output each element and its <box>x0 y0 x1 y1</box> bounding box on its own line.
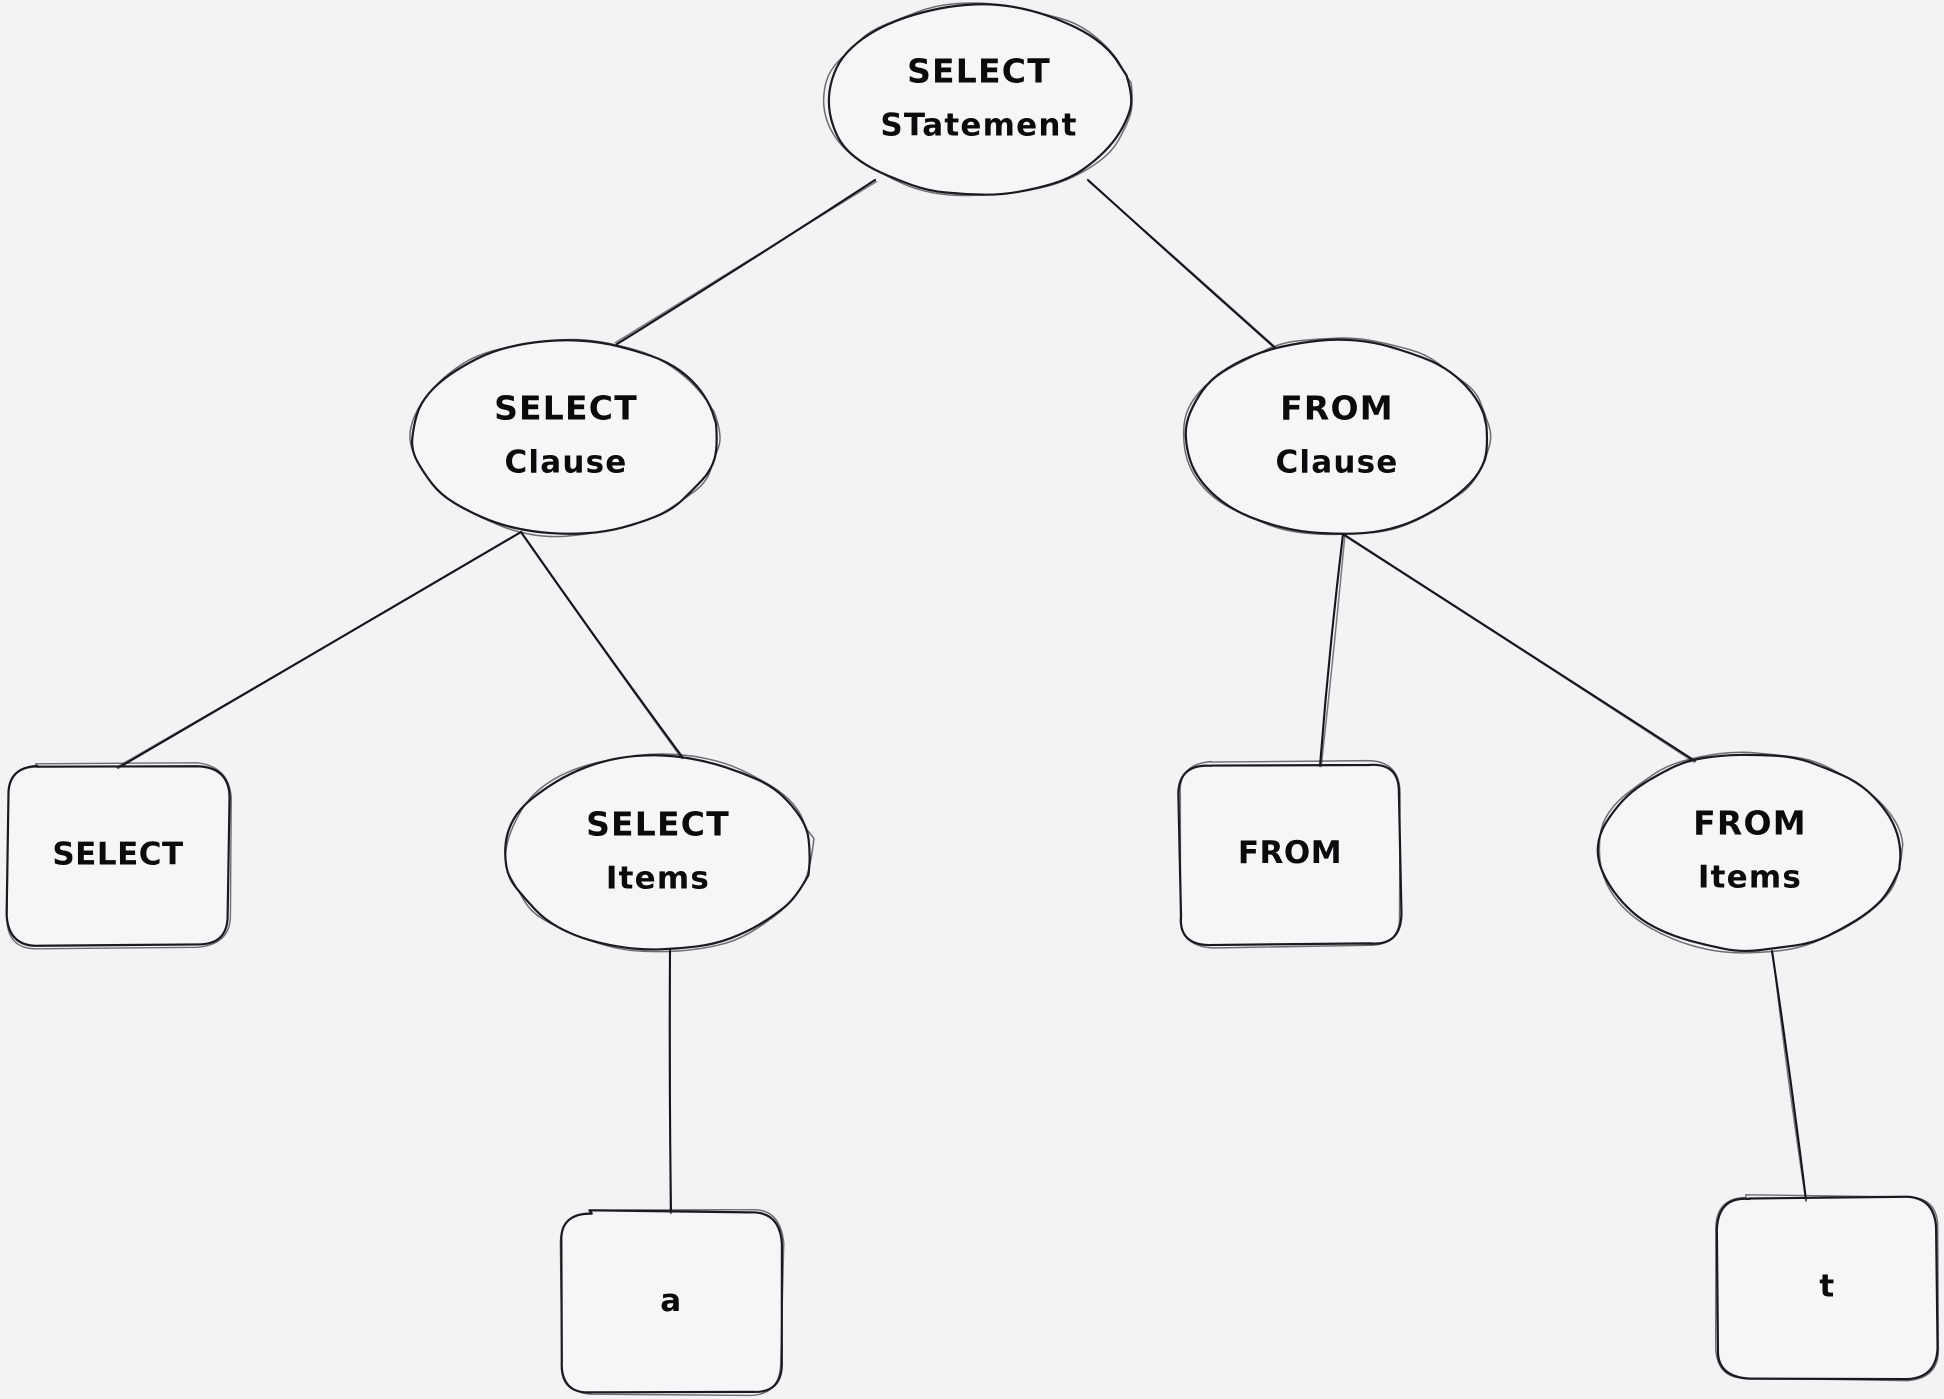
edge-select-clause-to-select-terminal <box>115 530 523 770</box>
node-select-clause[interactable]: SELECT Clause <box>409 338 721 538</box>
node-label-line1: FROM <box>1280 389 1394 428</box>
nodes-layer: SELECTSTatementSELECTClauseFROMClauseSEL… <box>5 2 1940 1397</box>
edge-from-clause-to-from-terminal <box>1318 532 1346 768</box>
node-label-line1: a <box>660 1283 681 1319</box>
node-label-line2: STatement <box>880 108 1077 144</box>
node-table-t[interactable]: t <box>1714 1194 1940 1382</box>
node-label-line1: FROM <box>1693 804 1807 843</box>
edge-select-clause-to-select-items <box>519 530 685 760</box>
node-label-line1: FROM <box>1238 835 1342 871</box>
node-from-terminal[interactable]: FROM <box>1177 759 1403 949</box>
edge-root-to-from-clause <box>1086 178 1276 349</box>
edge-from-clause-to-from-items <box>1341 532 1697 764</box>
node-column-a[interactable]: a <box>559 1209 785 1397</box>
node-label-line1: SELECT <box>907 52 1051 91</box>
edge-root-to-select-clause <box>614 178 878 346</box>
node-label-line2: Clause <box>504 445 627 481</box>
node-select-terminal[interactable]: SELECT <box>5 762 232 950</box>
node-label-line1: SELECT <box>494 389 638 428</box>
node-from-clause[interactable]: FROM Clause <box>1182 337 1492 536</box>
node-label-line2: Clause <box>1275 445 1398 481</box>
node-select-statement[interactable]: SELECT STatement <box>822 2 1133 197</box>
edges-layer <box>115 178 1808 1215</box>
edge-from-items-to-table-t <box>1770 949 1808 1203</box>
node-label-line2: Items <box>1698 860 1802 896</box>
node-select-items[interactable]: SELECT Items <box>504 753 815 953</box>
node-label-line1: SELECT <box>52 837 183 873</box>
node-from-items[interactable]: FROM Items <box>1596 751 1904 954</box>
node-label-line1: SELECT <box>586 805 730 844</box>
edge-select-items-to-column-a <box>668 948 673 1215</box>
node-label-line1: t <box>1819 1269 1834 1305</box>
node-label-line2: Items <box>606 861 710 897</box>
